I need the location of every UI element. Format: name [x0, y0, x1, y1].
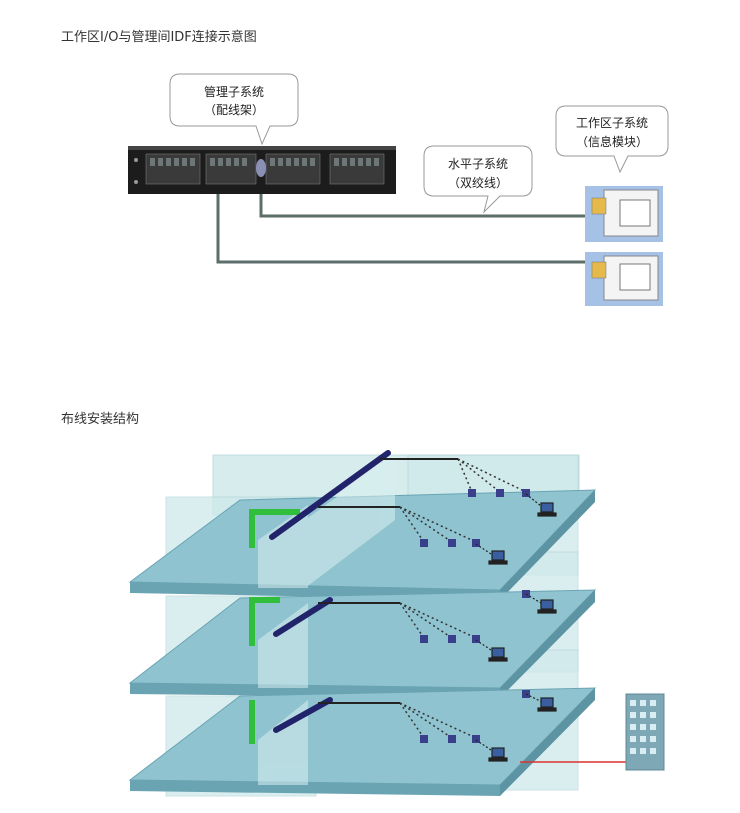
callout-horizontal-line2: （双绞线）: [448, 175, 508, 190]
callout-management-line1: 管理子系统: [204, 84, 264, 99]
computer-stations: [475, 493, 557, 762]
riser-backbone: [249, 509, 300, 744]
outlet-module-2: [585, 252, 663, 306]
callout-management-line2: （配线架）: [204, 103, 264, 117]
callout-workarea-line1: 工作区子系统: [576, 116, 648, 130]
building-cabling-diagram: [128, 450, 665, 797]
horizontal-cables: [318, 458, 458, 704]
callout-horizontal-line1: 水平子系统: [448, 157, 508, 171]
trunk-lines: [269, 450, 391, 733]
building-icon: [625, 693, 665, 771]
section-title-io: 工作区I/O与管理间IDF连接示意图: [61, 30, 257, 45]
section-title-install: 布线安装结构: [61, 412, 140, 427]
callout-management: 管理子系统 （配线架）: [169, 73, 299, 146]
outlet-module-1: [585, 186, 663, 242]
callout-workarea: 工作区子系统 （信息模块）: [555, 105, 669, 174]
floor-slab-bottom: [128, 687, 597, 796]
patch-panel: [128, 146, 396, 194]
callout-horizontal: 水平子系统 （双绞线）: [423, 145, 533, 214]
cables: [216, 194, 592, 264]
callout-workarea-line2: （信息模块）: [576, 134, 648, 149]
dotted-drops: [399, 458, 527, 739]
floor-slab-middle: [128, 589, 597, 698]
